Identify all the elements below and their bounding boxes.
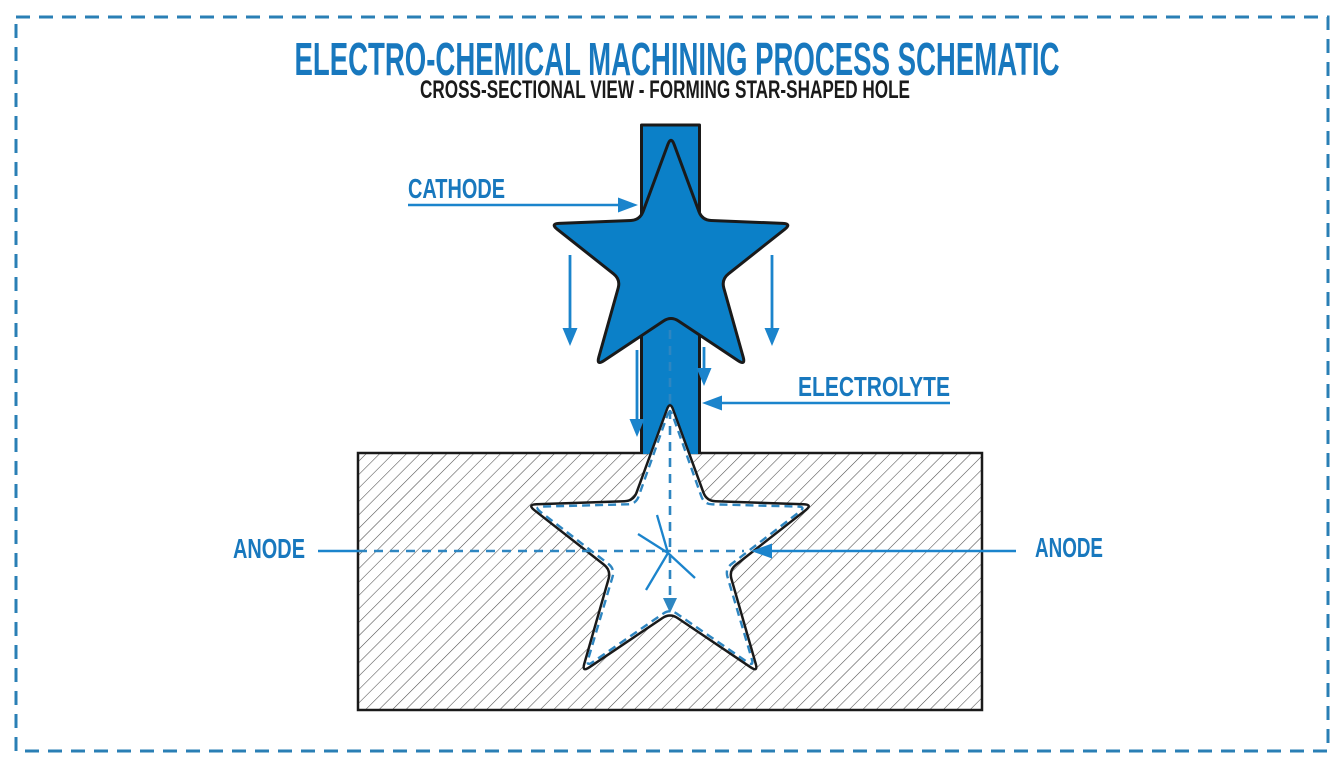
down-arrow-icon — [629, 350, 645, 437]
left-arrowhead-icon — [751, 543, 772, 559]
vertical-centerline-arrowhead-icon — [663, 598, 677, 613]
cathode-pointer-arrow — [408, 197, 638, 213]
hole-pointer-arrow — [751, 543, 1016, 559]
down-arrow-icon — [562, 255, 578, 346]
dashed-border-frame — [14, 15, 1330, 753]
electrolyte-flow-arrows — [562, 255, 780, 437]
down-arrow-icon — [696, 347, 712, 386]
page-subtitle: CROSS-SECTIONAL VIEW - FORMING STAR-SHAP… — [420, 76, 910, 104]
down-arrow-icon — [764, 255, 780, 346]
right-arrowhead-icon — [618, 197, 638, 213]
cathode-label: CATHODE — [408, 173, 505, 204]
machined-star-hole — [530, 404, 810, 671]
page-title: ELECTRO-CHEMICAL MACHINING PROCESS SCHEM… — [295, 33, 1060, 85]
anode-label-right: ANODE — [1035, 532, 1103, 563]
anode-label-left: ANODE — [233, 533, 305, 564]
star-hole-dashed-outline — [536, 410, 804, 666]
cathode-tool-star — [552, 138, 790, 365]
left-arrowhead-icon — [702, 395, 722, 411]
electrolyte-pointer-arrow — [702, 395, 950, 411]
center-mark — [637, 514, 696, 591]
electrolyte-label: ELECTROLYTE — [798, 371, 950, 402]
